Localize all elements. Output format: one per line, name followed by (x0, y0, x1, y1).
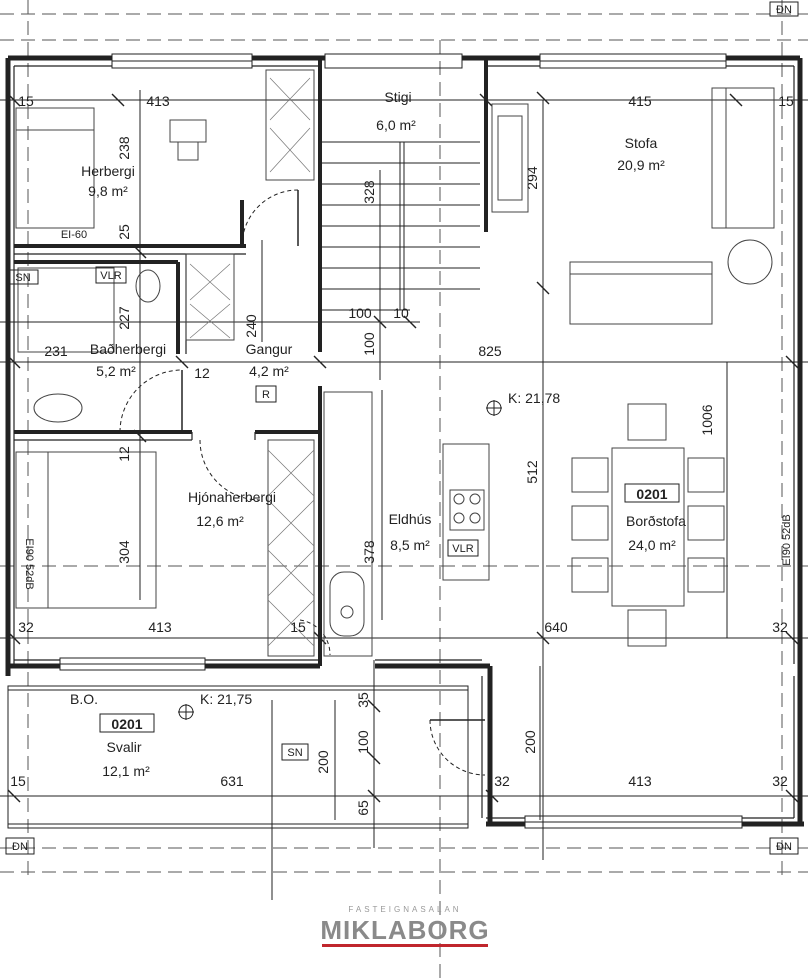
brand-tagline: FASTEIGNASALAN (348, 905, 462, 914)
room-hjonaherbergi-area: 12,6 m² (196, 513, 244, 529)
dimension-ticks (7, 91, 799, 803)
staircase (320, 141, 480, 311)
door-swings (119, 189, 486, 776)
dim-415-top: 415 (628, 93, 652, 109)
tag-ei60: EI-60 (61, 229, 87, 241)
dim-640: 640 (544, 619, 568, 635)
tag-sn-bath: SN (15, 272, 30, 284)
room-svalir-area: 12,1 m² (102, 763, 150, 779)
dim-413-balcony: 413 (628, 773, 652, 789)
tag-nd-top: ÐN (776, 4, 792, 16)
dim-32-balcony-right: 32 (772, 773, 788, 789)
dim-413-top: 413 (146, 93, 170, 109)
room-stofa-name: Stofa (625, 135, 658, 151)
dim-512: 512 (524, 460, 540, 484)
level-marker-main (486, 400, 502, 416)
room-stofa-area: 20,9 m² (617, 157, 665, 173)
dimension-labels: 15 413 415 15 238 25 328 294 227 240 100… (10, 93, 794, 816)
room-badherbergi-name: Baðherbergi (90, 341, 166, 357)
dim-32-left: 32 (18, 619, 34, 635)
dim-631: 631 (220, 773, 244, 789)
room-hjonaherbergi-name: Hjónaherbergi (188, 489, 276, 505)
dim-227: 227 (116, 306, 132, 330)
dim-15-mid: 15 (290, 619, 306, 635)
brand-name: MIKLABORG (320, 915, 490, 945)
tag-ei90-right: EI90 52dB (781, 514, 793, 565)
dim-200-right: 200 (522, 730, 538, 754)
room-stigi-area: 6,0 m² (376, 117, 416, 133)
level-main: K: 21,78 (508, 390, 560, 406)
wall-inner-lines (13, 65, 795, 819)
tag-nd-left: ÐN (12, 841, 28, 853)
door-leaves (181, 190, 485, 721)
room-stigi-name: Stigi (384, 89, 411, 105)
dim-32-right: 32 (772, 619, 788, 635)
dim-1006: 1006 (699, 404, 715, 435)
room-bordstofa-area: 24,0 m² (628, 537, 676, 553)
dim-15-balcony: 15 (10, 773, 26, 789)
dim-378: 378 (361, 540, 377, 564)
dim-100-stair: 100 (348, 305, 372, 321)
dim-25: 25 (116, 224, 132, 240)
dim-294: 294 (524, 166, 540, 190)
dim-200-balcony: 200 (315, 750, 331, 774)
tag-vlr-bathroom: VLR (100, 270, 121, 282)
room-labels: Herbergi 9,8 m² Stigi 6,0 m² Stofa 20,9 … (70, 89, 686, 779)
dim-231: 231 (44, 343, 68, 359)
dim-413-mid: 413 (148, 619, 172, 635)
tag-sn-balcony: SN (287, 747, 302, 759)
dim-10-stair: 10 (393, 305, 409, 321)
tag-r: R (262, 389, 270, 401)
room-bordstofa-name: Borðstofa (626, 513, 686, 529)
balcony-bo-label: B.O. (70, 691, 98, 707)
dim-238: 238 (116, 136, 132, 160)
dim-100-balcony: 100 (355, 730, 371, 754)
room-herbergi-area: 9,8 m² (88, 183, 128, 199)
tag-vlr-kitchen: VLR (452, 543, 473, 555)
room-badherbergi-area: 5,2 m² (96, 363, 136, 379)
unit-code-svalir: 0201 (111, 716, 142, 732)
dim-304: 304 (116, 540, 132, 564)
room-eldhus-area: 8,5 m² (390, 537, 430, 553)
furniture (15, 69, 775, 657)
room-eldhus-name: Eldhús (389, 511, 432, 527)
room-herbergi-name: Herbergi (81, 163, 135, 179)
dim-12-bed: 12 (116, 446, 132, 462)
brand-logo: FASTEIGNASALAN MIKLABORG (310, 905, 500, 965)
tag-ei90-left: EI90 52dB (23, 538, 35, 589)
dim-328: 328 (361, 180, 377, 204)
dim-15-top-left: 15 (18, 93, 34, 109)
tag-boxes (5, 1, 799, 855)
level-balcony: K: 21,75 (200, 691, 252, 707)
room-gangur-name: Gangur (246, 341, 293, 357)
brand-underline (322, 944, 488, 947)
tag-nd-right: ÐN (776, 841, 792, 853)
balcony-outline (7, 685, 469, 829)
dim-100-hall: 100 (361, 332, 377, 356)
dim-15-top-right: 15 (778, 93, 794, 109)
windows (59, 53, 743, 829)
exterior-walls (5, 55, 804, 827)
wardrobe-hatching (189, 77, 315, 647)
unit-code-bordstofa: 0201 (636, 486, 667, 502)
dim-35: 35 (355, 692, 371, 708)
room-gangur-area: 4,2 m² (249, 363, 289, 379)
dim-32-balcony-left: 32 (494, 773, 510, 789)
level-marker-balcony (178, 704, 194, 720)
dimension-lines (0, 90, 808, 900)
room-svalir-name: Svalir (106, 739, 141, 755)
dim-12-hall: 12 (194, 365, 210, 381)
dim-65: 65 (355, 800, 371, 816)
dim-240: 240 (243, 314, 259, 338)
dim-825: 825 (478, 343, 502, 359)
